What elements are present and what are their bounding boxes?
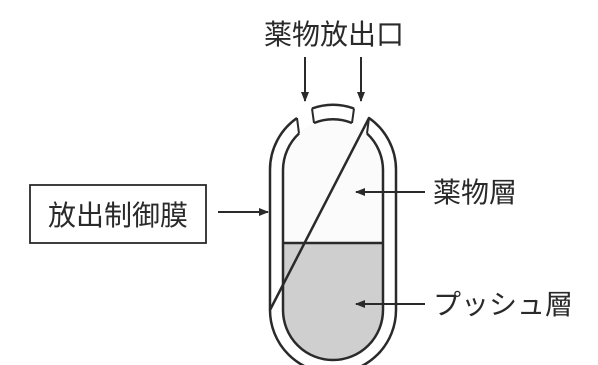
drug-outlet-label: 薬物放出口 xyxy=(264,18,404,51)
outlet-right-gap xyxy=(351,108,355,124)
push-layer xyxy=(283,243,383,360)
release-membrane-label: 放出制御膜 xyxy=(48,199,188,232)
release-membrane-label-box xyxy=(29,184,207,244)
outlet-left-gap-2 xyxy=(311,108,315,124)
drug-layer-label: 薬物層 xyxy=(433,176,517,209)
outlet-left-gap xyxy=(296,117,300,134)
outlet-right-gap-2 xyxy=(366,117,370,134)
capsule-interior xyxy=(283,120,383,360)
drug-layer xyxy=(283,120,383,243)
push-layer-label: プッシュ層 xyxy=(433,288,573,321)
release-membrane-wall xyxy=(268,103,398,365)
